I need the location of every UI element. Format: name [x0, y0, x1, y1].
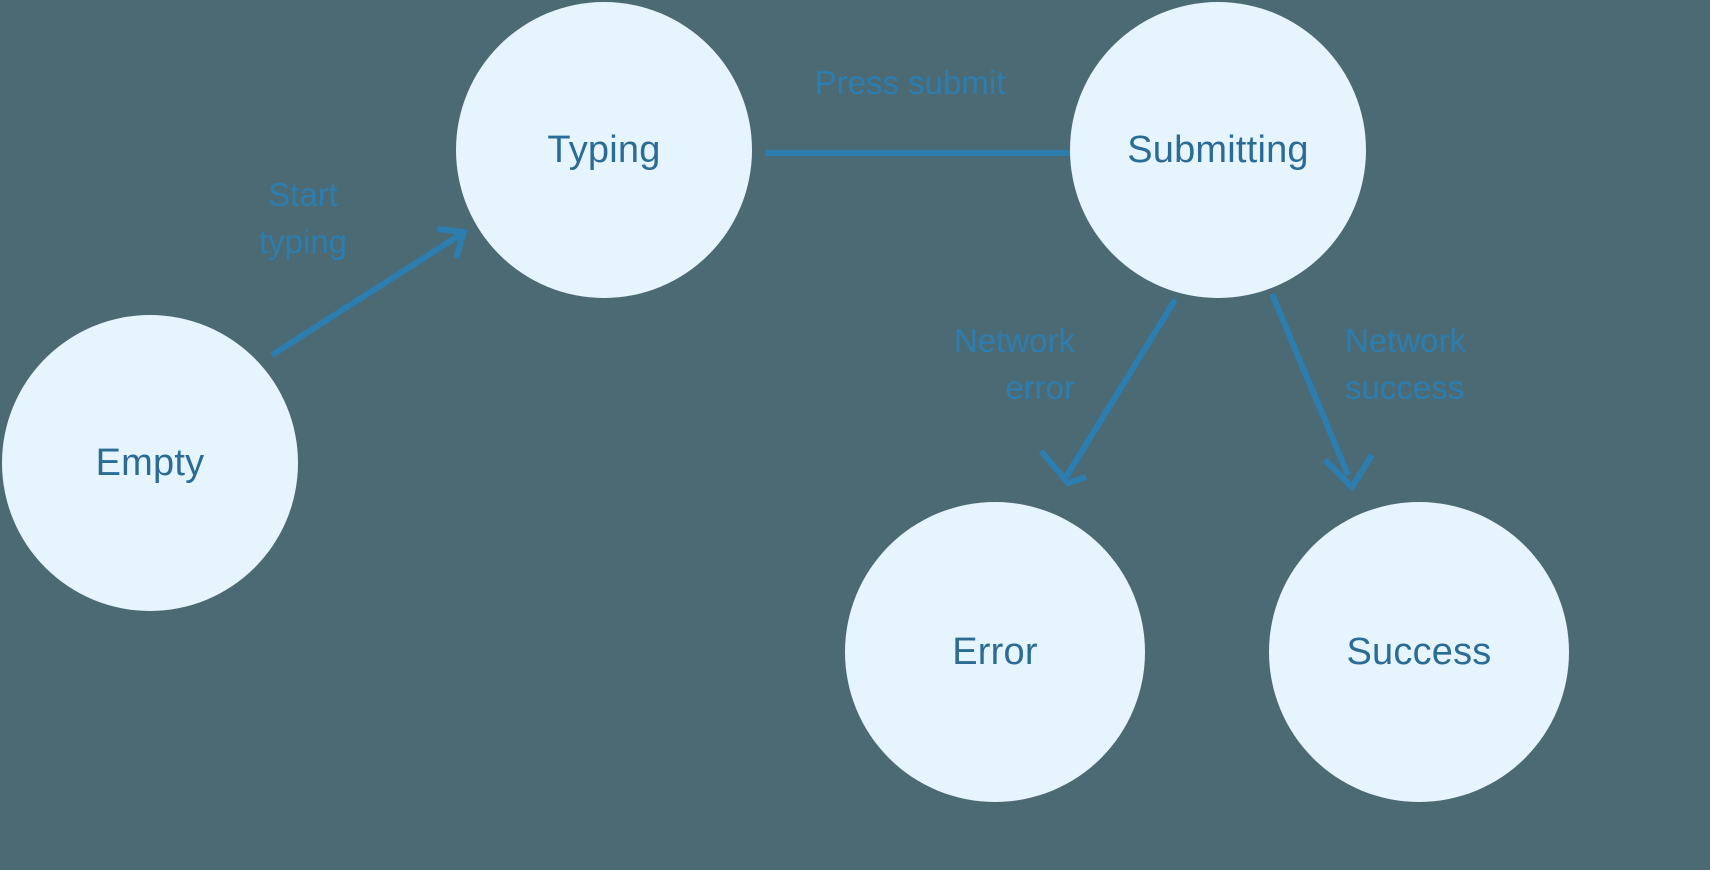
state-node-label: Empty: [95, 442, 205, 484]
state-node-label: Submitting: [1127, 129, 1309, 171]
edge-line-submitting-to-error: [1063, 298, 1178, 479]
edge-line-submitting-to-success: [1269, 292, 1351, 477]
state-node-empty[interactable]: Empty: [2, 315, 298, 611]
state-node-label: Success: [1346, 631, 1492, 673]
state-node-submitting[interactable]: Submitting: [1070, 2, 1366, 298]
arrowhead-icon-submitting-to-error: [1038, 449, 1087, 487]
state-node-label: Typing: [547, 129, 661, 171]
state-node-label: Error: [952, 631, 1038, 673]
state-node-success[interactable]: Success: [1269, 502, 1569, 802]
state-node-typing[interactable]: Typing: [456, 2, 752, 298]
arrowhead-icon-empty-to-typing: [436, 226, 468, 259]
arrowhead-icon-submitting-to-success: [1322, 453, 1375, 492]
state-node-error[interactable]: Error: [845, 502, 1145, 802]
edge-line-empty-to-typing: [270, 230, 465, 358]
